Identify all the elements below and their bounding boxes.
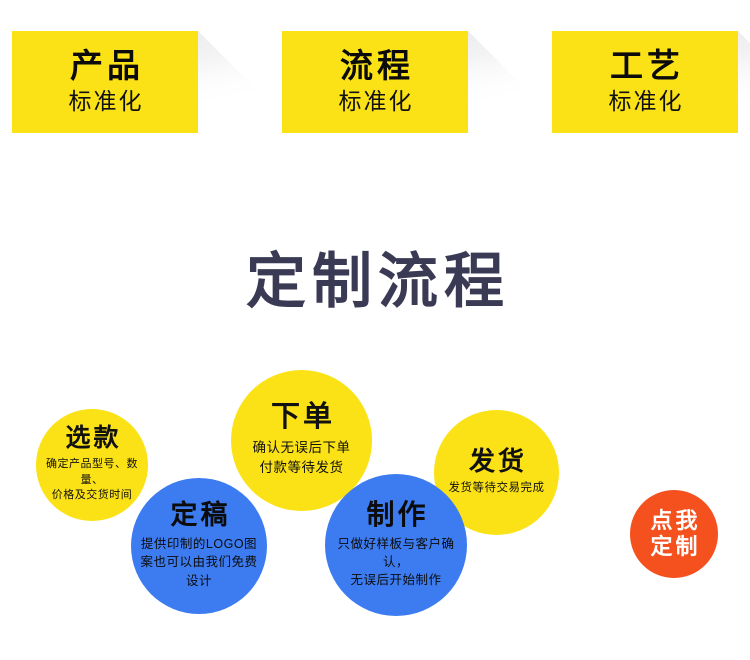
page-title: 定制流程 xyxy=(246,248,510,315)
flow-step-description: 确认无误后下单 付款等待发货 xyxy=(253,438,351,477)
banner-card-body: 工艺 标准化 xyxy=(552,31,738,133)
flow-step-title: 下单 xyxy=(270,401,335,434)
flow-step-description: 只做好样板与客户确认， 无误后开始制作 xyxy=(333,535,459,589)
flow-step-desc-line: 付款等待发货 xyxy=(259,460,344,475)
customize-cta-button[interactable]: 点我 定制 xyxy=(630,490,718,578)
banner-title: 产品 xyxy=(70,46,144,84)
cta-line-2: 定制 xyxy=(650,534,701,559)
flow-step-description: 确定产品型号、数量、 价格及交货时间 xyxy=(38,457,146,505)
flow-step-xiadan[interactable]: 下单 确认无误后下单 付款等待发货 xyxy=(231,370,372,511)
flow-step-desc-line: 确定产品型号、数量、 xyxy=(46,457,138,486)
flow-step-desc-line: 确认无误后下单 xyxy=(252,440,351,456)
banner-card-craft[interactable]: 工艺 标准化 xyxy=(552,31,750,133)
banner-subtitle: 标准化 xyxy=(338,87,414,114)
flow-step-desc-line: 只做好样板与客户确认， xyxy=(337,536,455,569)
banner-subtitle: 标准化 xyxy=(68,87,144,114)
flow-step-fahuo[interactable]: 发货 发货等待交易完成 xyxy=(434,410,559,535)
banner-card-product[interactable]: 产品 标准化 xyxy=(12,31,276,133)
banner-subtitle: 标准化 xyxy=(608,87,684,114)
flow-step-description: 发货等待交易完成 xyxy=(449,480,545,497)
flow-step-desc-line: 提供印制的LOGO图 xyxy=(140,537,258,552)
flow-step-description: 提供印制的LOGO图 案也可以由我们免费 设计 xyxy=(140,535,257,589)
flow-step-title: 发货 xyxy=(468,446,527,477)
flow-step-xuankuan[interactable]: 选款 确定产品型号、数量、 价格及交货时间 xyxy=(36,409,148,521)
banner-card-body: 流程 标准化 xyxy=(282,31,468,133)
flow-step-zhizuo[interactable]: 制作 只做好样板与客户确认， 无误后开始制作 xyxy=(325,474,467,616)
flow-step-desc-line: 案也可以由我们免费 xyxy=(140,555,258,570)
flow-step-desc-line: 无误后开始制作 xyxy=(350,573,442,588)
banner-title: 工艺 xyxy=(610,46,684,84)
banner-card-process[interactable]: 流程 标准化 xyxy=(282,31,546,133)
flow-step-title: 选款 xyxy=(65,423,122,452)
banner-title: 流程 xyxy=(340,46,414,84)
banner-card-body: 产品 标准化 xyxy=(12,31,198,133)
flow-step-desc-line: 发货等待交易完成 xyxy=(448,482,545,495)
flow-step-desc-line: 设计 xyxy=(185,573,212,588)
flow-step-dinggao[interactable]: 定稿 提供印制的LOGO图 案也可以由我们免费 设计 xyxy=(131,478,267,614)
flow-step-desc-line: 价格及交货时间 xyxy=(51,489,133,502)
flow-step-title: 制作 xyxy=(366,498,429,530)
cta-line-1: 点我 xyxy=(650,508,701,534)
flow-step-title: 定稿 xyxy=(170,500,231,531)
